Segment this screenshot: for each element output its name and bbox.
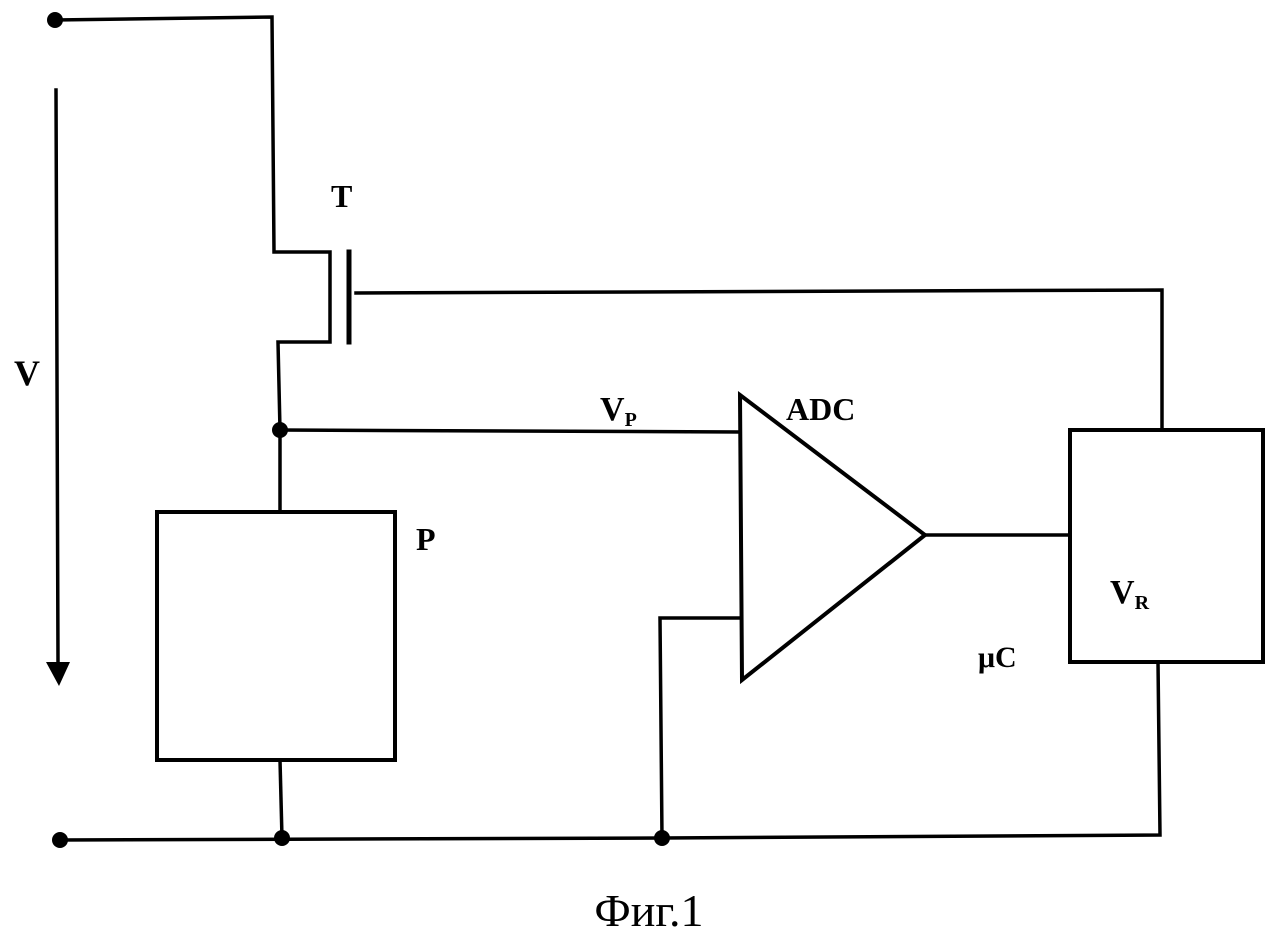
probe-voltage-sub: P [625,409,637,431]
bottom-terminal [52,832,68,848]
reference-voltage-label: VR [1110,574,1150,614]
adc-amplifier [737,390,929,685]
top-terminal [47,12,63,28]
ground-rail [58,660,1162,842]
adc-label: ADC [786,391,855,427]
voltage-label: V [14,353,40,393]
voltage-arrow [46,88,70,686]
load-label: P [416,521,436,557]
top-supply-wire [53,15,332,432]
probe-voltage-main: V [600,391,625,428]
reference-voltage-main: V [1110,574,1135,611]
probe-wire [278,428,742,434]
adc-ground-wire [658,616,742,840]
load-ground-wire [278,758,284,840]
reference-voltage-sub: R [1135,592,1150,614]
ground-node-adc [654,830,670,846]
controller-label: μC [978,641,1017,674]
load-box [155,510,397,762]
ground-node-load [274,830,290,846]
probe-node [272,422,288,438]
probe-voltage-label: VP [600,391,637,431]
figure-caption: Фиг.1 [594,885,703,936]
transistor-label: T [331,178,352,214]
gate-drive-wire [354,288,1164,432]
controller-box [1068,428,1265,664]
